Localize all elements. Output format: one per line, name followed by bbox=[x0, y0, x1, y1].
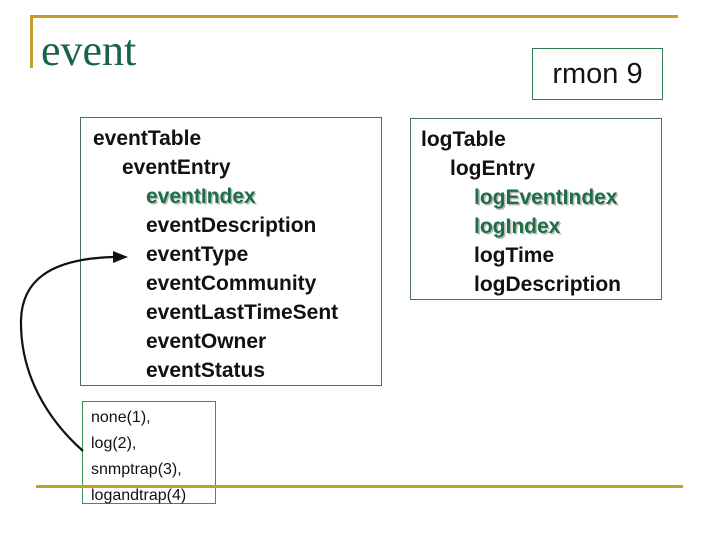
list-item: logandtrap(4) bbox=[91, 487, 187, 504]
list-item: logIndex bbox=[474, 215, 561, 238]
list-item: none(1), bbox=[91, 409, 151, 426]
bottom-rule-line bbox=[36, 485, 683, 488]
rmon-group-badge: rmon 9 bbox=[532, 48, 663, 100]
log-table-box: logTable logEntry logEventIndex logIndex… bbox=[410, 118, 662, 300]
rmon-group-label: rmon 9 bbox=[552, 57, 643, 90]
corner-rule-line bbox=[30, 15, 33, 68]
list-item: logTable bbox=[421, 128, 506, 151]
list-item: eventStatus bbox=[146, 359, 266, 382]
event-type-enum-box: none(1), log(2), snmptrap(3), logandtrap… bbox=[82, 401, 216, 504]
list-item: logTime bbox=[474, 244, 555, 267]
list-item: eventIndex bbox=[146, 185, 256, 208]
top-rule-line bbox=[30, 15, 678, 18]
page-title: event bbox=[41, 26, 137, 75]
list-item: logEventIndex bbox=[474, 186, 618, 209]
list-item: logEntry bbox=[450, 157, 536, 180]
list-item: eventOwner bbox=[146, 330, 267, 353]
list-item: eventType bbox=[146, 243, 249, 266]
list-item: log(2), bbox=[91, 435, 137, 452]
list-item: logDescription bbox=[474, 273, 622, 296]
list-item: eventTable bbox=[93, 127, 202, 150]
list-item: snmptrap(3), bbox=[91, 461, 182, 478]
list-item: eventEntry bbox=[122, 156, 231, 179]
list-item: eventDescription bbox=[146, 214, 317, 237]
event-table-box: eventTable eventEntry eventIndex eventDe… bbox=[80, 117, 382, 386]
list-item: eventLastTimeSent bbox=[146, 301, 339, 324]
list-item: eventCommunity bbox=[146, 272, 317, 295]
